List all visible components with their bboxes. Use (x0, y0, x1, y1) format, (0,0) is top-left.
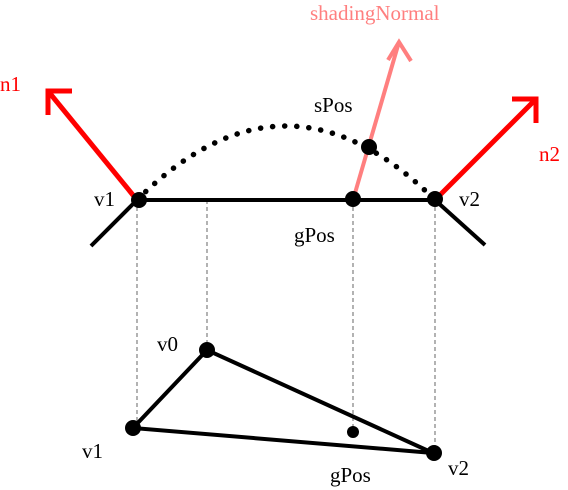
top-points (131, 139, 443, 208)
n2-label: n2 (539, 142, 560, 166)
n1-arrow-shaft (46, 89, 139, 202)
bottom-v1-point (125, 420, 141, 436)
right-edge-line (433, 198, 487, 247)
top-v2-label: v2 (459, 187, 480, 211)
normal-arrows (45, 88, 539, 202)
top-gpos-label: gPos (294, 223, 335, 247)
bottom-v0-label: v0 (157, 332, 178, 356)
top-v2-point (427, 191, 443, 207)
top-gpos-point (345, 191, 361, 207)
top-v1-point (131, 192, 147, 208)
bottom-v2-label: v2 (448, 456, 469, 480)
cross-section (89, 198, 487, 248)
shading-normal-label: shadingNormal (310, 1, 440, 25)
n1-arrowhead (45, 88, 72, 115)
bottom-gpos-point (347, 426, 359, 438)
shading-normal-arrow (351, 38, 413, 201)
shading-normal-arrow-shaft (351, 41, 401, 201)
shading-normal-arrowhead (386, 38, 413, 63)
top-v1-label: v1 (94, 187, 115, 211)
interpolated-surface-dotted-curve (134, 123, 438, 203)
spos-point (361, 139, 377, 155)
bottom-v0-point (199, 342, 215, 358)
bottom-points (125, 342, 442, 461)
bottom-v2-point (426, 445, 442, 461)
bottom-gpos-label: gPos (330, 463, 371, 487)
n2-arrow-shaft (433, 97, 538, 202)
n2-arrowhead (512, 96, 539, 123)
spos-label: sPos (314, 93, 353, 117)
bottom-v1-label: v1 (82, 439, 103, 463)
bottom-triangle (128, 347, 434, 455)
n1-label: n1 (0, 72, 21, 96)
left-edge-line (89, 198, 139, 248)
projection-guides (136, 200, 436, 453)
